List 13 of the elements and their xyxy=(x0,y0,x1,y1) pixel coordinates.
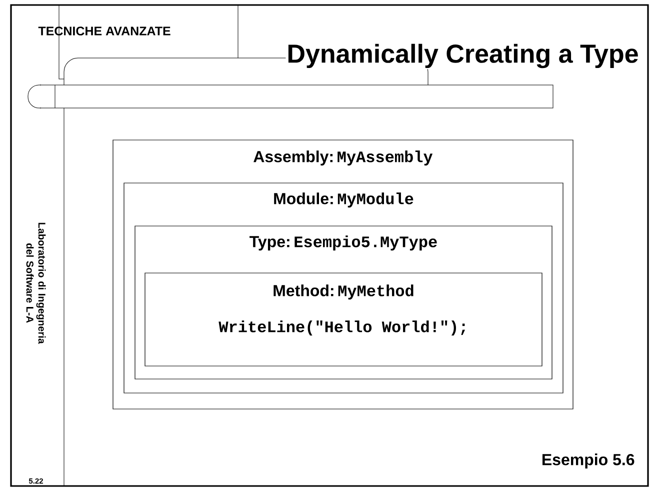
side-label: Laboratorio di Ingegneria del Software L-A xyxy=(26,222,46,344)
box-heading: Method: MyMethod xyxy=(274,284,414,300)
box-heading: Assembly: MyAssembly xyxy=(254,150,433,166)
slide-title: Dynamically Creating a Type xyxy=(286,42,640,70)
nested-box xyxy=(144,272,542,366)
example-label: Esempio 5.6 xyxy=(542,454,634,468)
code-line: WriteLine("Hello World!"); xyxy=(218,320,465,336)
box-heading: Module: MyModule xyxy=(274,192,414,208)
box-heading: Type: Esempio5.MyType xyxy=(250,236,437,250)
nested-box xyxy=(134,226,552,380)
nested-box xyxy=(124,182,564,394)
section-heading: TECNICHE AVANZATE xyxy=(38,26,170,36)
nested-box xyxy=(112,140,574,410)
